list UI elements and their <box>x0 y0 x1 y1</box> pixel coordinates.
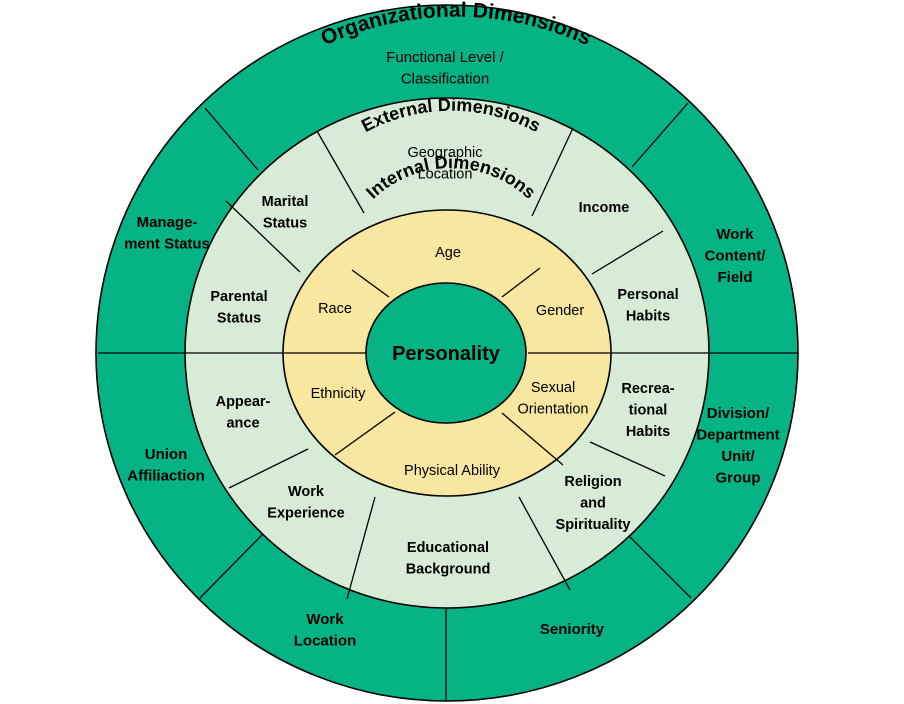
internal-item-age: Age <box>435 245 461 261</box>
label-line: Work <box>716 226 754 243</box>
external-dividers <box>185 127 709 600</box>
label-line: Marital <box>262 194 309 210</box>
label-line: Field <box>717 269 752 286</box>
label-line: Educational <box>407 540 489 556</box>
label-line: Background <box>406 562 491 578</box>
organizational-dividers <box>98 102 797 700</box>
label-line: Division/ <box>707 405 770 422</box>
label-line: Spirituality <box>556 517 631 533</box>
org-item-functional-level: Functional Level / Classification <box>386 49 504 88</box>
internal-item-race: Race <box>318 301 352 317</box>
label-line: Physical Ability <box>404 463 501 479</box>
label-line: Work <box>288 484 325 500</box>
org-item-seniority: Seniority <box>540 621 605 638</box>
personality-core <box>365 282 527 424</box>
label-line: Experience <box>267 506 344 522</box>
label-line: Geographic <box>408 145 483 161</box>
label-line: Union <box>145 446 188 463</box>
label-line: Location <box>294 633 357 650</box>
label-line: Appear- <box>216 394 271 410</box>
label-line: Department <box>696 427 779 444</box>
label-line: Sexual <box>531 380 575 396</box>
label-line: Seniority <box>540 621 605 638</box>
label-line: ance <box>226 416 259 432</box>
center-label: Personality <box>392 343 501 365</box>
internal-item-ethnicity: Ethnicity <box>311 386 367 402</box>
label-line: Status <box>263 216 307 232</box>
label-line: Group <box>716 470 761 487</box>
label-line: Parental <box>210 289 267 305</box>
label-line: and <box>580 496 606 512</box>
label-line: Orientation <box>518 402 589 418</box>
internal-item-physical-ability: Physical Ability <box>404 463 501 479</box>
label-line: Habits <box>626 424 670 440</box>
label-line: Income <box>579 200 630 216</box>
label-line: Affiliaction <box>127 468 205 485</box>
label-line: Age <box>435 245 461 261</box>
label-line: Ethnicity <box>311 386 367 402</box>
label-line: Work <box>306 611 344 628</box>
label-line: Race <box>318 301 352 317</box>
label-line: Functional Level / <box>386 49 504 66</box>
label-line: Personal <box>617 287 678 303</box>
external-item-appearance: Appear-ance <box>216 394 271 432</box>
label-line: Habits <box>626 309 670 325</box>
label-line: Gender <box>536 303 585 319</box>
label-line: Religion <box>564 474 621 490</box>
label-line: Content/ <box>705 248 767 265</box>
label-line: Manage- <box>137 214 198 231</box>
label-line: Recrea- <box>621 381 674 397</box>
label-line: Classification <box>401 71 489 88</box>
internal-item-gender: Gender <box>536 303 585 319</box>
label-line: Location <box>418 167 473 183</box>
label-line: ment Status <box>124 236 210 253</box>
internal-dividers <box>284 267 610 466</box>
label-line: tional <box>629 403 668 419</box>
org-item-management-status: Manage-ment Status <box>124 214 210 253</box>
external-item-income: Income <box>579 200 630 216</box>
label-line: Status <box>217 311 261 327</box>
label-line: Unit/ <box>721 448 755 465</box>
